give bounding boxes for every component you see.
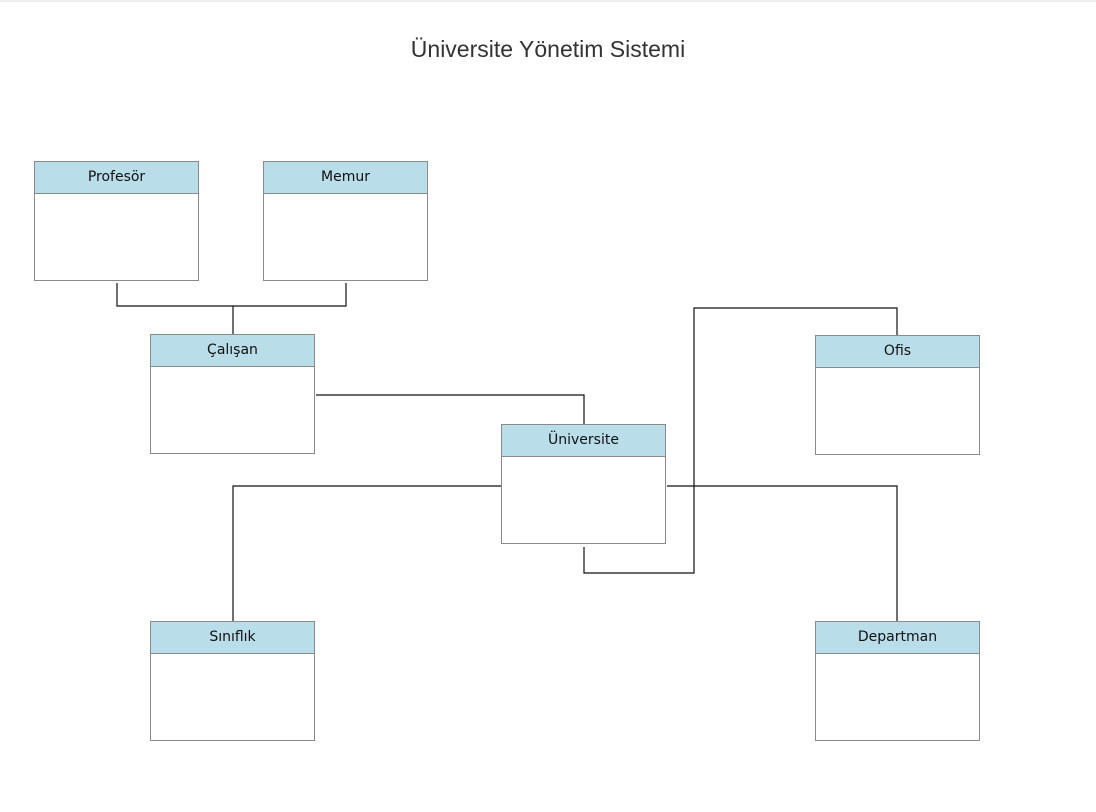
entity-departman-header: Departman [816,622,979,654]
entity-memur-header: Memur [264,162,427,194]
entity-ofis-body [816,368,979,456]
entity-calisan-body [151,367,314,455]
entity-memur-body [264,194,427,282]
entity-departman[interactable]: Departman [815,621,980,741]
entity-memur[interactable]: Memur [263,161,428,281]
connector-universite-siniflik [232,485,501,622]
entity-ofis-header: Ofis [816,336,979,368]
entity-universite-body [502,457,665,545]
entity-siniflik-header: Sınıflık [151,622,314,654]
connector-universite-ofis [583,307,898,574]
entity-siniflik-body [151,654,314,742]
entity-ofis[interactable]: Ofis [815,335,980,455]
entity-universite-header: Üniversite [502,425,665,457]
entity-profesor-header: Profesör [35,162,198,194]
top-border [0,0,1096,2]
entity-profesor-body [35,194,198,282]
connector-profesor-calisan [116,283,234,335]
entity-calisan[interactable]: Çalışan [150,334,315,454]
connector-calisan-universite [316,394,585,425]
diagram-title: Üniversite Yönetim Sistemi [410,36,686,62]
entity-calisan-header: Çalışan [151,335,314,367]
entity-departman-body [816,654,979,742]
entity-profesor[interactable]: Profesör [34,161,199,281]
connector-universite-departman [667,485,898,622]
entity-siniflik[interactable]: Sınıflık [150,621,315,741]
entity-universite[interactable]: Üniversite [501,424,666,544]
connector-memur-calisan [233,283,347,307]
